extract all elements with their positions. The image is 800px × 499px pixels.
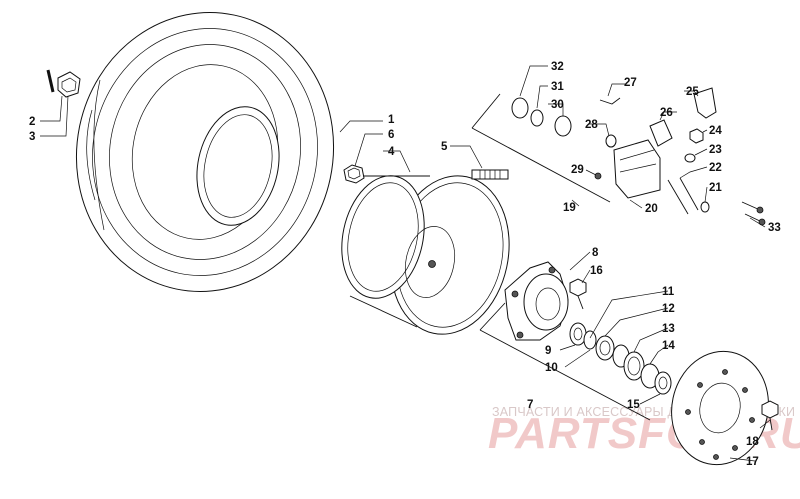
callout-5: 5 (441, 141, 448, 153)
callout-14: 14 (662, 340, 675, 352)
callout-25: 25 (686, 86, 699, 98)
callout-1: 1 (388, 114, 395, 126)
brake-disc (671, 350, 769, 466)
callout-32: 32 (551, 61, 564, 73)
callout-19: 19 (563, 202, 576, 214)
callout-12: 12 (662, 303, 675, 315)
wheel-stud (471, 169, 509, 180)
callout-6: 6 (388, 129, 394, 141)
callout-22: 22 (709, 162, 722, 174)
brake-caliper-group (471, 87, 717, 215)
wheel-hub (504, 261, 569, 341)
callout-4: 4 (388, 146, 395, 158)
callout-33: 33 (768, 222, 781, 234)
callout-2: 2 (29, 116, 35, 128)
callout-labels: 2 3 1 6 4 5 32 31 30 27 25 26 28 24 23 2… (29, 61, 781, 468)
callout-17: 17 (746, 456, 759, 468)
callout-18: 18 (746, 436, 759, 448)
callout-16: 16 (590, 265, 603, 277)
tire (75, 11, 335, 293)
lug-nut (343, 164, 365, 184)
callout-30: 30 (551, 99, 564, 111)
callout-26: 26 (660, 107, 673, 119)
leader-lines (40, 65, 771, 462)
callout-27: 27 (624, 77, 637, 89)
mounting-bolts (741, 201, 766, 226)
callout-13: 13 (662, 323, 675, 335)
callout-23: 23 (709, 144, 722, 156)
callout-15: 15 (627, 399, 640, 411)
callout-28: 28 (585, 119, 598, 131)
hub-bolt (569, 278, 587, 310)
callout-21: 21 (709, 182, 722, 194)
valve-stem (46, 69, 81, 98)
callout-3: 3 (29, 131, 35, 143)
callout-8: 8 (592, 247, 599, 259)
callout-29: 29 (571, 164, 584, 176)
callout-10: 10 (545, 362, 558, 374)
disc-bolt (761, 400, 779, 431)
callout-11: 11 (662, 286, 675, 298)
rim (341, 175, 510, 335)
callout-20: 20 (645, 203, 658, 215)
group-7-bracket (479, 302, 651, 421)
callout-31: 31 (551, 81, 564, 93)
callout-24: 24 (709, 125, 722, 137)
callout-9: 9 (545, 345, 551, 357)
callout-7: 7 (527, 399, 533, 411)
bearing-stack (569, 322, 672, 395)
